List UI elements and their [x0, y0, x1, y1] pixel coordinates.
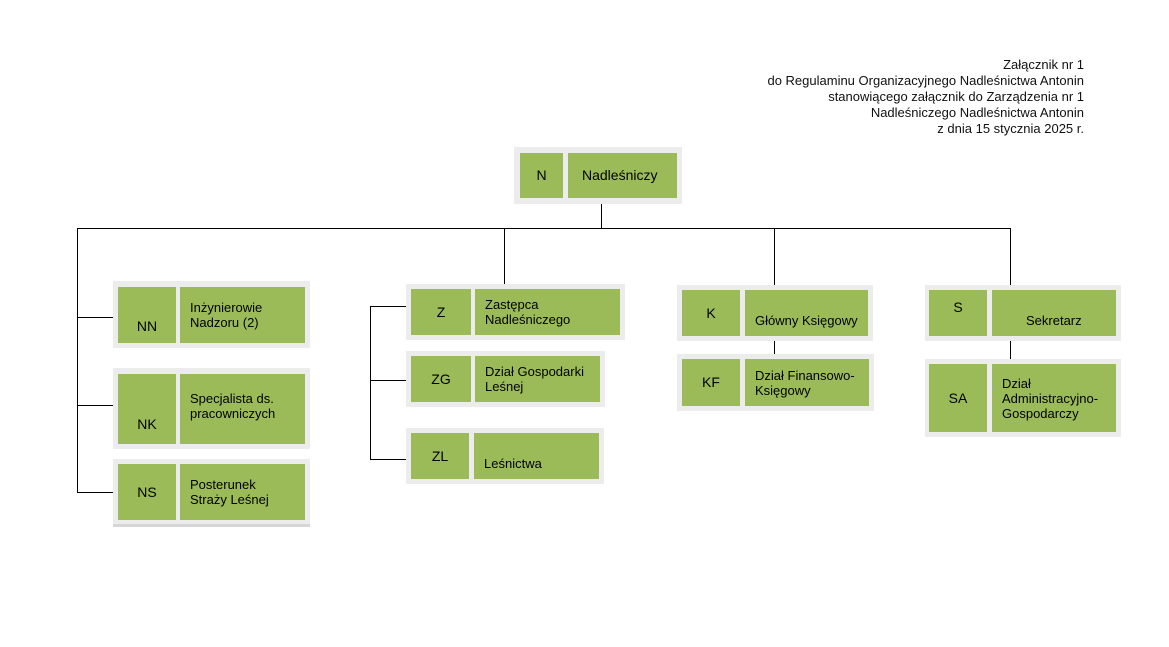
header-line-1: Załącznik nr 1: [1003, 57, 1084, 72]
node-code: S: [929, 290, 987, 336]
node-code: KF: [682, 359, 740, 406]
connector-to-z: [504, 228, 505, 287]
node-code: ZG: [411, 356, 471, 402]
node-lesnictwa: ZL Leśnictwa: [406, 428, 604, 484]
node-label: Dział Finansowo- Księgowy: [745, 359, 869, 406]
connector-to-ns: [77, 492, 117, 493]
node-label: Specjalista ds. pracowniczych: [180, 374, 305, 444]
node-dzial-finansowo-ksiegowy: KF Dział Finansowo- Księgowy: [677, 354, 874, 411]
node-label: Główny Księgowy: [745, 290, 868, 336]
node-specjalista-pracowniczych: NK Specjalista ds. pracowniczych: [113, 368, 310, 449]
node-zastepca-nadlesniczego: Z Zastępca Nadleśniczego: [406, 284, 625, 340]
node-label: Dział Gospodarki Leśnej: [475, 356, 600, 402]
connector-to-s: [1010, 228, 1011, 286]
node-code: K: [682, 290, 740, 336]
node-code: NK: [118, 374, 176, 444]
node-label: Zastępca Nadleśniczego: [475, 289, 620, 335]
node-inzynierowie-nadzoru: NN Inżynierowie Nadzoru (2): [113, 281, 310, 348]
node-label: Posterunek Straży Leśnej: [180, 464, 305, 520]
node-sekretarz: S Sekretarz: [925, 285, 1121, 341]
node-label: Nadleśniczy: [568, 153, 677, 198]
node-code: SA: [929, 364, 987, 432]
connector-root-down: [601, 203, 602, 228]
node-glowny-ksiegowy: K Główny Księgowy: [677, 285, 873, 341]
node-posterunek-strazy-lesnej: NS Posterunek Straży Leśnej: [113, 459, 310, 526]
header-line-4: Nadleśniczego Nadleśnictwa Antonin: [870, 105, 1084, 120]
connector-horizontal-main: [77, 228, 1011, 229]
node-nadlesniczy: N Nadleśniczy: [514, 147, 682, 204]
node-label: Sekretarz: [992, 290, 1116, 336]
header-line-2: do Regulaminu Organizacyjnego Nadleśnict…: [767, 73, 1084, 88]
attachment-header: Załącznik nr 1 do Regulaminu Organizacyj…: [767, 57, 1084, 137]
node-label: Inżynierowie Nadzoru (2): [180, 287, 305, 343]
node-code: Z: [411, 289, 471, 335]
node-shadow: [113, 524, 310, 527]
connector-z-branch-top: [370, 306, 410, 307]
header-line-5: z dnia 15 stycznia 2025 r.: [937, 121, 1084, 136]
connector-z-branch-vertical: [370, 306, 371, 460]
node-label: Leśnictwa: [474, 433, 599, 479]
connector-to-nk: [77, 405, 117, 406]
connector-left-vertical: [77, 228, 78, 493]
connector-to-zl: [370, 459, 410, 460]
connector-to-nn: [77, 317, 117, 318]
node-code: ZL: [411, 433, 469, 479]
connector-s-to-sa: [1010, 335, 1011, 362]
node-dzial-administracyjno-gospodarczy: SA Dział Administracyjno- Gospodarczy: [925, 359, 1121, 437]
node-code: NN: [118, 287, 176, 343]
connector-to-k: [774, 228, 775, 288]
connector-k-to-kf: [774, 336, 775, 355]
node-dzial-gospodarki-lesnej: ZG Dział Gospodarki Leśnej: [406, 351, 605, 407]
node-label: Dział Administracyjno- Gospodarczy: [992, 364, 1116, 432]
header-line-3: stanowiącego załącznik do Zarządzenia nr…: [828, 89, 1084, 104]
node-code: N: [520, 153, 563, 198]
node-code: NS: [118, 464, 176, 520]
connector-to-zg: [370, 380, 410, 381]
